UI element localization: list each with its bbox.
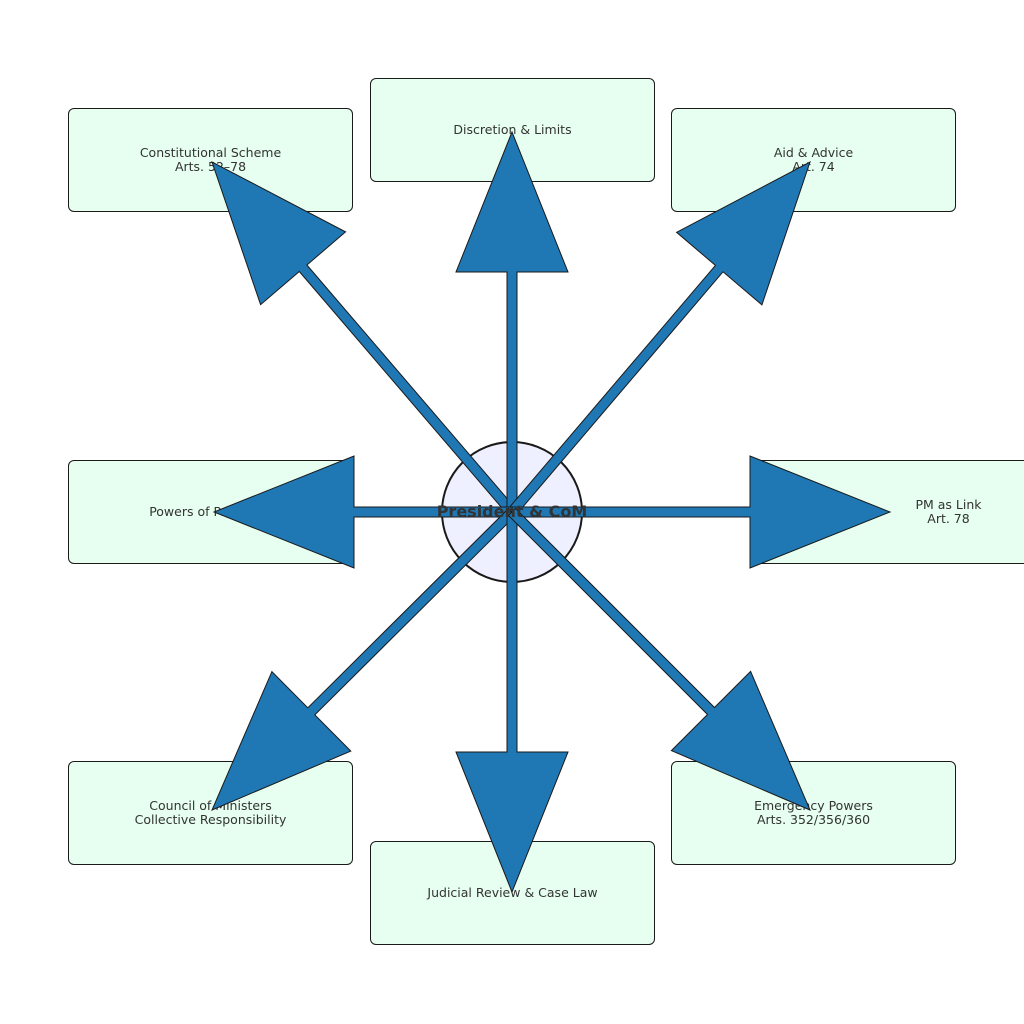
node-label-line: Art. 74 [792, 159, 835, 174]
node-discretion-limits: Discretion & Limits [370, 78, 655, 182]
node-label-line: Arts. 52–78 [174, 159, 247, 174]
node-judicial-review: Judicial Review & Case Law [370, 841, 655, 945]
node-label-line: Aid & Advice [773, 145, 854, 160]
node-label-line: Council of Ministers [149, 798, 272, 813]
node-label-line: Judicial Review & Case Law [427, 885, 598, 900]
node-label-line: Art. 78 [927, 511, 970, 526]
node-label-line: Discretion & Limits [453, 122, 572, 137]
node-powers-of-president: Powers of President [68, 460, 353, 564]
node-label-line: PM as Link [915, 497, 982, 512]
node-label-line: Collective Responsibility [134, 812, 287, 827]
node-label-line: Constitutional Scheme [139, 145, 282, 160]
node-label-line: Emergency Powers [754, 798, 873, 813]
node-label-line: Arts. 352/356/360 [756, 812, 871, 827]
center-node-circle [441, 441, 583, 583]
node-label-line: Powers of President [149, 504, 272, 519]
